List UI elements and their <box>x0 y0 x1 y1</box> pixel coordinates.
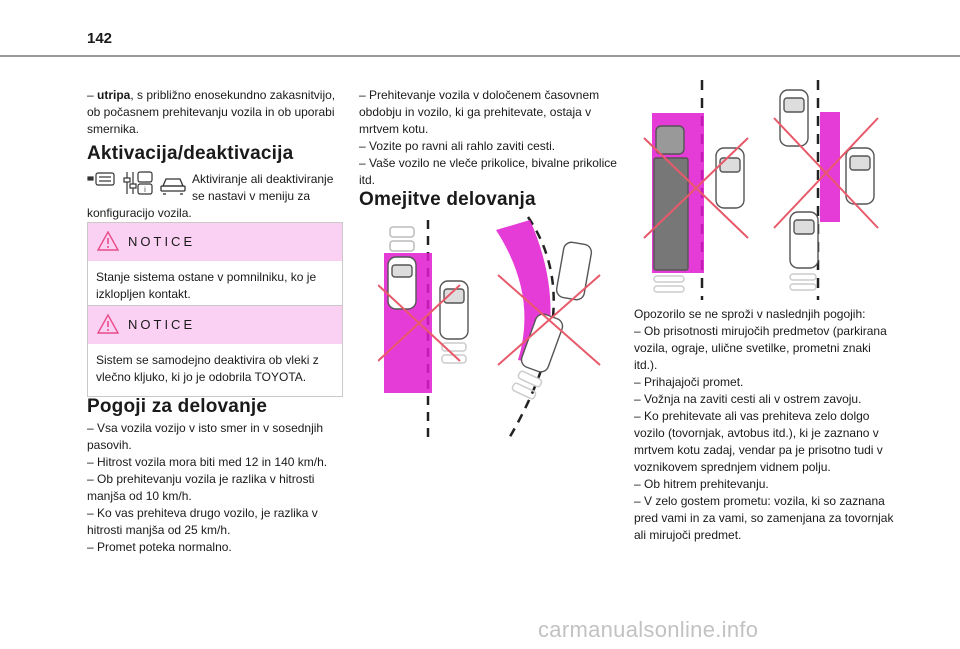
car-icon <box>715 147 745 209</box>
right-bullet: – Prihajajoči promet. <box>634 375 744 389</box>
right-bullet: – V zelo gostem prometu: vozila, ki so z… <box>634 494 894 542</box>
car-icon <box>789 211 819 269</box>
condition-item: – Hitrost vozila mora biti med 12 in 140… <box>87 455 328 469</box>
screen-icon <box>87 172 115 186</box>
notice-1-title: NOTICE <box>128 234 196 249</box>
right-bullet: – Ob hitrem prehitevanju. <box>634 477 769 491</box>
right-text: Opozorilo se ne sproži v naslednjih pogo… <box>634 306 896 544</box>
warning-triangle-icon <box>97 314 119 334</box>
heading-limits: Omejitve delovanja <box>359 189 536 210</box>
activation-text-3: konfiguracijo vozila. <box>87 206 192 220</box>
condition-item: – Vsa vozila vozijo v isto smer in v sos… <box>87 421 324 452</box>
notice-2-body: Sistem se samodejno deaktivira ob vleki … <box>96 353 319 384</box>
condition-item: – Promet poteka normalno. <box>87 540 232 554</box>
heading-activation: Aktivacija/deaktivacija <box>87 143 294 164</box>
conditions-list: – Vsa vozila vozijo v isto smer in v sos… <box>87 420 345 556</box>
condition-item: – Ob prehitevanju vozila je razlika v hi… <box>87 472 315 503</box>
car-icon <box>160 178 186 195</box>
middle-bullets: – Prehitevanje vozila v določenem časovn… <box>359 87 619 189</box>
limits-diagram-left <box>378 216 601 441</box>
settings-sliders-icon: i <box>123 171 153 195</box>
car-icon <box>555 241 593 301</box>
notice-box-2: NOTICE Sistem se samodejno deaktivira ob… <box>87 305 343 397</box>
car-icon <box>779 89 809 147</box>
intro-bold: utripa <box>97 88 131 102</box>
intro-bullet: – utripa, s približno enosekundno zakasn… <box>87 88 336 136</box>
heading-conditions: Pogoji za delovanje <box>87 396 268 417</box>
right-bullet: – Ob prisotnosti mirujočih predmetov (pa… <box>634 324 887 372</box>
header-divider <box>0 55 960 57</box>
notice-box-1: NOTICE Stanje sistema ostane v pomnilnik… <box>87 222 343 314</box>
intro-rest: , s približno enosekundno zakasnitvijo, … <box>87 88 336 136</box>
page-number: 142 <box>87 30 113 47</box>
car-icon <box>387 256 417 310</box>
right-bullet: – Vožnja na zaviti cesti ali v ostrem za… <box>634 392 862 406</box>
right-intro: Opozorilo se ne sproži v naslednjih pogo… <box>634 307 866 321</box>
watermark: carmanualsonline.info <box>538 617 759 642</box>
activation-icons: i <box>87 170 187 201</box>
notice-2-title: NOTICE <box>128 317 196 332</box>
notice-1-body: Stanje sistema ostane v pomnilniku, ko j… <box>96 270 317 301</box>
middle-bullet: – Vaše vozilo ne vleče prikolice, bivaln… <box>359 156 617 187</box>
condition-item: – Ko vas prehiteva drugo vozilo, je razl… <box>87 506 318 537</box>
activation-text-1: Aktiviranje ali deaktiviranje <box>192 172 334 186</box>
warning-triangle-icon <box>97 231 119 251</box>
limits-diagram-right <box>643 80 879 300</box>
activation-text-2: se nastavi v meniju za <box>192 189 311 203</box>
svg-text:i: i <box>144 186 146 194</box>
truck-icon <box>653 125 689 271</box>
middle-bullet: – Vozite po ravni ali rahlo zaviti cesti… <box>359 139 556 153</box>
car-icon <box>439 280 469 340</box>
right-bullet: – Ko prehitevate ali vas prehiteva zelo … <box>634 409 883 474</box>
middle-bullet: – Prehitevanje vozila v določenem časovn… <box>359 88 600 136</box>
car-icon <box>845 147 875 205</box>
